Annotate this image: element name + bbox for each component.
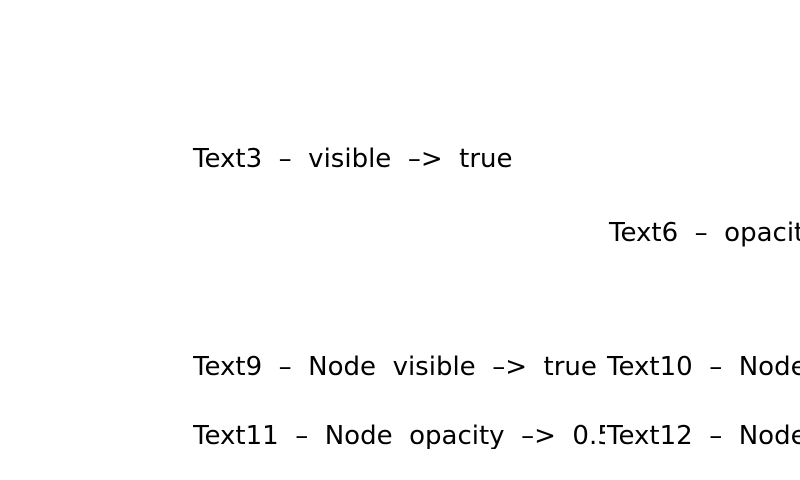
text-label-text9[interactable]: Text9 – Node visible –> true xyxy=(193,354,597,380)
text-label-text12[interactable]: Text12 – Node opacity xyxy=(607,423,800,449)
text-label-text6[interactable]: Text6 – opacity xyxy=(609,218,800,248)
text-label-text3[interactable]: Text3 – visible –> true xyxy=(193,144,513,174)
text-label-text10[interactable]: Text10 – Node visible xyxy=(607,354,800,380)
text-label-text11[interactable]: Text11 – Node opacity –> 0.5 xyxy=(193,423,605,449)
